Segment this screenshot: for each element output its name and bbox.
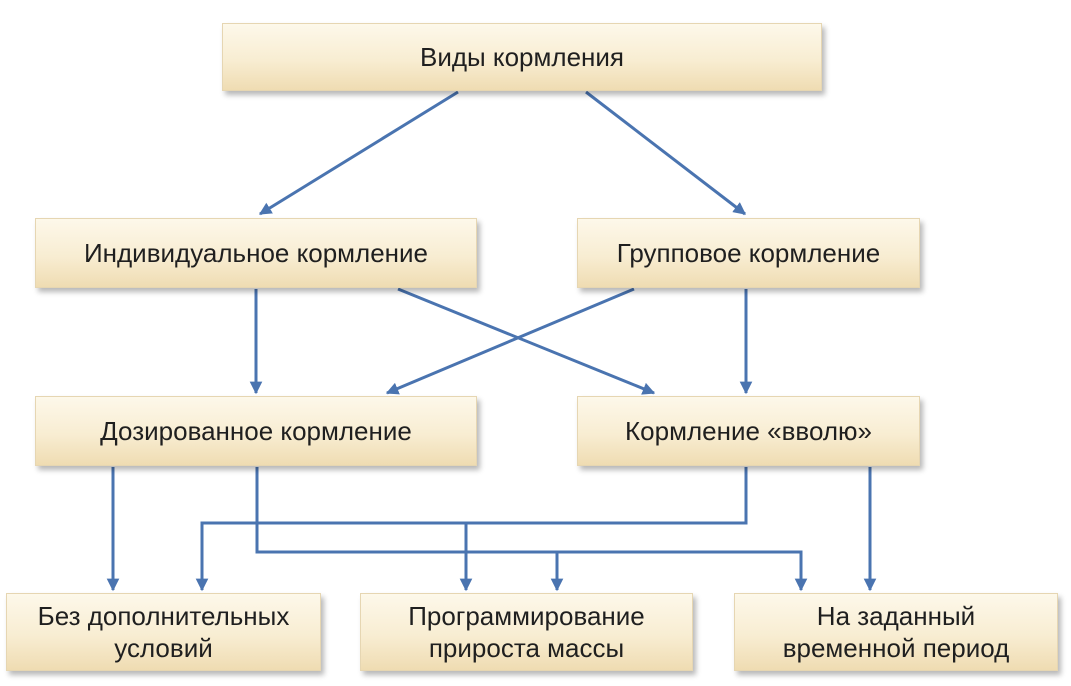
mass-gain-box: Программирование прироста массы <box>360 593 693 671</box>
time-period-line-1: На заданный <box>816 600 976 631</box>
arrow-title-to-group <box>585 90 746 216</box>
group-feeding-box: Групповое кормление <box>577 218 920 288</box>
free-feeding-box: Кормление «вволю» <box>577 396 920 466</box>
individual-feeding-label: Индивидуальное кормление <box>83 237 429 268</box>
arrow-title-to-individual <box>258 90 459 216</box>
no-conditions-line-1: Без дополнительных <box>37 600 290 631</box>
dosed-feeding-label: Дозированное кормление <box>100 415 412 446</box>
time-period-box: На заданный временной период <box>734 593 1058 671</box>
arrow-free-to-no-conditions <box>195 467 748 592</box>
dosed-feeding-box: Дозированное кормление <box>35 396 477 466</box>
title-label: Виды кормления <box>419 41 624 72</box>
individual-feeding-box: Индивидуальное кормление <box>35 218 477 288</box>
arrow-individual-to-free <box>397 287 656 395</box>
arrow-group-to-dosed <box>385 287 635 395</box>
arrow-dosed-to-time-period <box>255 467 808 592</box>
time-period-line-2: временной период <box>782 633 1010 663</box>
mass-gain-line-2: прироста массы <box>428 633 625 663</box>
no-conditions-box: Без дополнительных условий <box>6 593 321 671</box>
title-box: Виды кормления <box>222 23 822 91</box>
group-feeding-label: Групповое кормление <box>616 237 881 268</box>
no-conditions-line-2: условий <box>114 633 213 663</box>
mass-gain-line-1: Программирование <box>408 600 645 631</box>
free-feeding-label: Кормление «вволю» <box>625 415 872 446</box>
